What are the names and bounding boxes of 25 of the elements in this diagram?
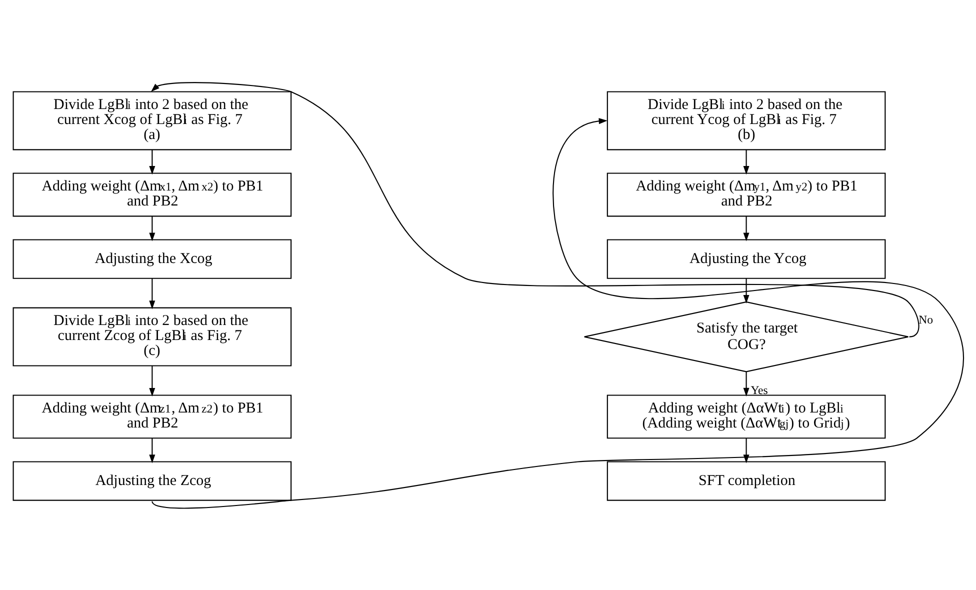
node-box: Adding weight (Δmz1, Δmz2) to PB1 and PB2	[12, 394, 292, 438]
arrow	[148, 216, 155, 241]
node-box: Divide LgBli into 2 based on the current Ycog of LgBli as Fig. 7 (b)	[606, 90, 886, 150]
arrow	[742, 149, 749, 174]
arrow	[742, 278, 749, 304]
arrow	[742, 371, 749, 396]
arrow	[150, 82, 919, 337]
node-box: Adjusting the Ycog	[606, 238, 886, 278]
arrow	[151, 118, 963, 508]
arrow	[148, 438, 155, 463]
node-box: Adjusting the Zcog	[12, 460, 292, 500]
arrow	[148, 365, 155, 396]
arrow	[148, 278, 155, 309]
edge-label: Yes	[750, 382, 768, 397]
arrow	[148, 149, 155, 174]
arrow	[742, 438, 749, 463]
node-diamond: Satisfy the target COG?	[583, 300, 908, 372]
arrow	[742, 216, 749, 241]
node-box: Adding weight (Δmy1, Δmy2) to PB1 and PB2	[606, 172, 886, 216]
node-box: Adjusting the Xcog	[12, 238, 292, 278]
node-box: SFT completion	[606, 460, 886, 500]
node-box: Adding weight (Δmx1, Δmx2) to PB1 and PB2	[12, 172, 292, 216]
edge-label: No	[918, 312, 933, 326]
node-box: Divide LgBli into 2 based on the current Zcog of LgBli as Fig. 7 (c)	[12, 306, 292, 366]
node-box: Adding weight (ΔαWti) to LgBli (Adding weight (ΔαWtgj) to Gridj)	[606, 394, 886, 438]
